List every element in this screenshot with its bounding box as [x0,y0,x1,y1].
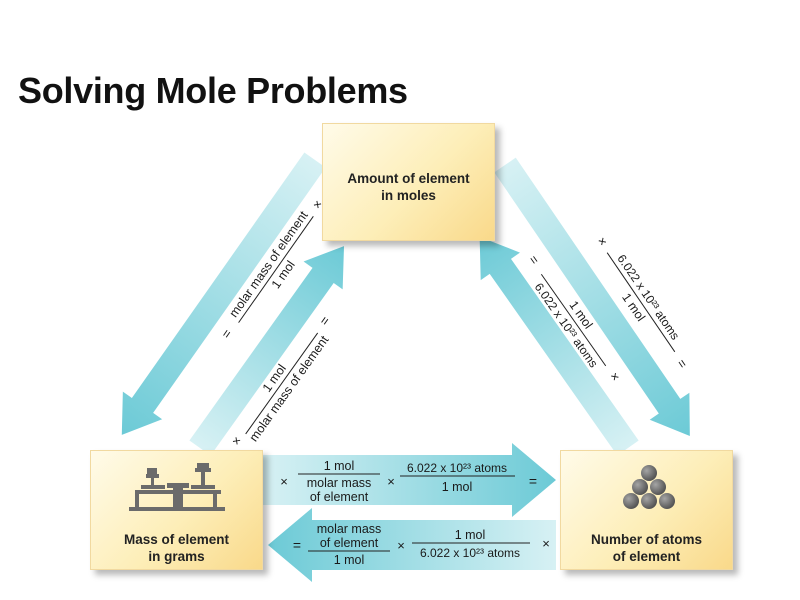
fraction-denominator-2: 6.022 x 10²³ atoms [420,546,520,560]
atoms-box-label-line2: of element [612,549,681,564]
mass-box-label-line2: in grams [148,549,205,564]
atoms-box-label-line1: Number of atoms [590,532,702,547]
times-sign: × [280,474,288,489]
fraction-numerator-line2: of element [320,536,379,550]
times-sign: × [594,234,611,249]
fraction-denominator-2: 1 mol [442,480,473,494]
equals-sign: = [293,537,301,553]
atoms-box-label: Number of atoms of element [561,531,732,565]
arrow-atoms-to-mass: = molar mass of element 1 mol × 1 mol 6.… [268,508,556,582]
times-sign-2: × [542,536,550,551]
mass-box: Mass of element in grams [90,450,263,570]
fraction-denominator-line2: of element [310,490,369,504]
times-sign: × [607,369,624,384]
equals-sign: = [218,326,235,341]
atom-cluster-icon [623,465,675,509]
fraction-denominator-line1: molar mass [307,476,372,490]
moles-box-label: Amount of element in moles [323,170,494,204]
equals-sign: = [316,313,333,328]
fraction-numerator-line1: molar mass [317,522,382,536]
mass-box-label-line1: Mass of element [123,532,230,547]
times-sign: × [397,538,405,553]
atoms-box: Number of atoms of element [560,450,733,570]
moles-box-label-line1: Amount of element [347,171,470,186]
equals-sign: = [526,252,543,267]
times-sign-2: × [387,474,395,489]
times-sign: × [228,433,245,448]
fraction-numerator-2: 1 mol [455,528,486,542]
fraction-numerator: 1 mol [324,459,355,473]
equals-sign: = [529,473,537,489]
arrow-mass-to-atoms: × 1 mol molar mass of element × 6.022 x … [263,443,556,517]
mass-box-label: Mass of element in grams [91,531,262,565]
fraction-denominator: 1 mol [334,553,365,567]
moles-box-label-line2: in moles [381,188,436,203]
moles-box: Amount of element in moles [322,123,495,241]
equals-sign: = [674,356,691,371]
fraction-numerator-2: 6.022 x 10²³ atoms [407,461,507,475]
page-title: Solving Mole Problems [18,70,408,111]
balance-scale-icon [129,463,225,511]
